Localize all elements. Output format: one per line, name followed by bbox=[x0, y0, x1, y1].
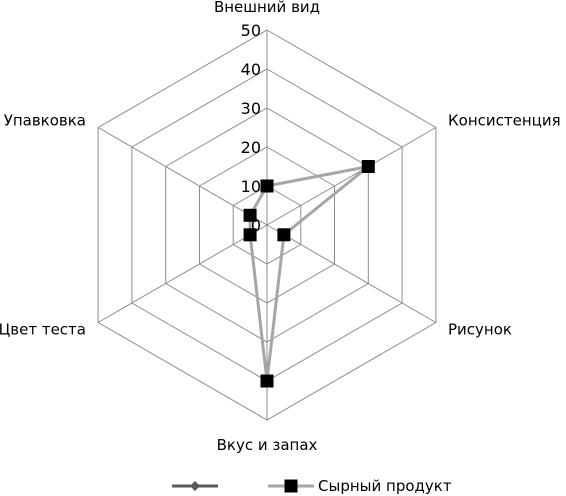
spoke-line bbox=[266, 224, 437, 323]
legend-series-name: Сырный продукт bbox=[318, 477, 452, 495]
radial-tick-label: 0 bbox=[251, 216, 261, 235]
data-point-marker bbox=[243, 228, 257, 242]
legend: Сырный продукт bbox=[172, 477, 452, 495]
legend-marker bbox=[284, 479, 298, 493]
axis-category-label: Вкус и запах bbox=[217, 436, 318, 454]
radial-tick-label: 20 bbox=[241, 138, 261, 157]
data-point-marker bbox=[260, 374, 274, 388]
radial-tick-label: 30 bbox=[241, 99, 261, 118]
data-point-marker bbox=[243, 208, 257, 222]
axis-category-label: Упавковка bbox=[4, 112, 86, 130]
axis-category-label: Рисунок bbox=[448, 321, 512, 339]
radar-spokes bbox=[97, 30, 437, 420]
radial-tick-label: 10 bbox=[241, 177, 261, 196]
data-point-marker bbox=[260, 179, 274, 193]
data-point-marker bbox=[277, 228, 291, 242]
axis-category-label: Консистенция bbox=[448, 112, 561, 130]
spoke-line bbox=[97, 224, 268, 323]
axis-category-label: Внешний вид bbox=[214, 0, 320, 16]
data-series bbox=[243, 160, 375, 388]
axis-category-label: Цвет теста bbox=[0, 321, 86, 339]
radial-tick-label: 50 bbox=[241, 21, 261, 40]
radial-tick-label: 40 bbox=[241, 60, 261, 79]
radial-tick-labels: 0 10 20 30 40 50 bbox=[241, 21, 261, 235]
spoke-line bbox=[266, 127, 437, 226]
data-point-marker bbox=[361, 160, 375, 173]
legend-marker bbox=[190, 481, 200, 491]
spoke-line bbox=[97, 127, 268, 226]
